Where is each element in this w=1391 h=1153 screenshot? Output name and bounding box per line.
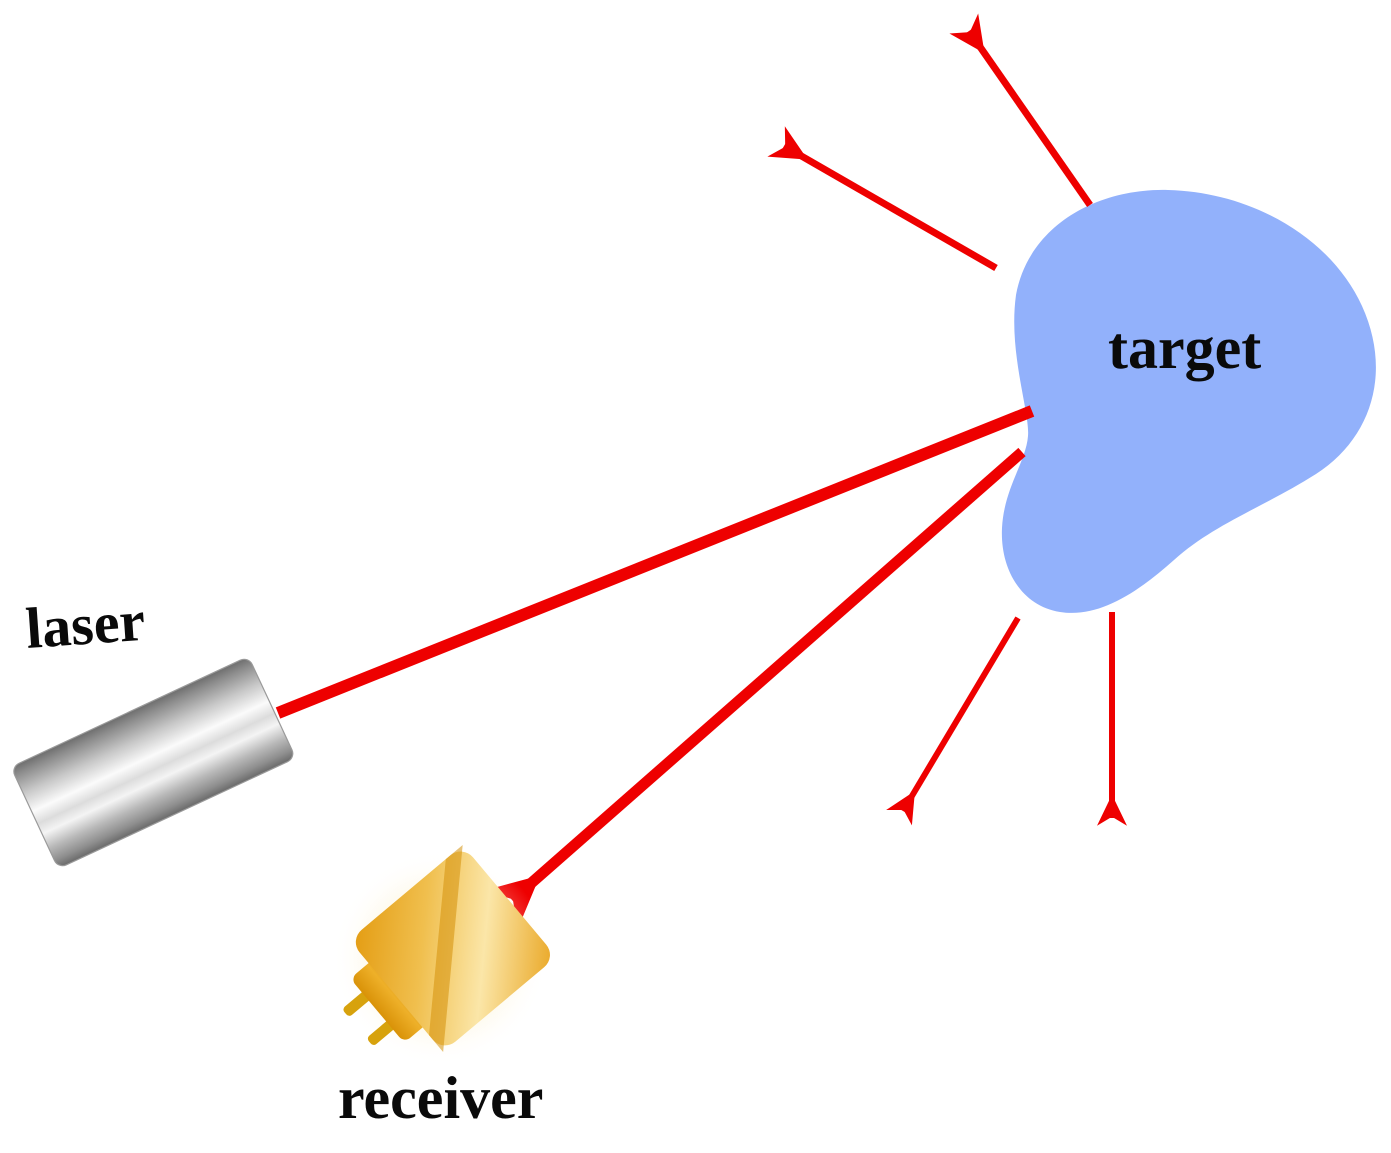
laser-body	[13, 658, 294, 867]
target-shape	[1001, 189, 1376, 613]
receiver-device[interactable]	[311, 844, 557, 1084]
laser-label: laser	[23, 587, 148, 661]
receiver-label: receiver	[338, 1065, 544, 1131]
scatter-arrow-down-left	[886, 616, 1021, 826]
incident-beam	[275, 405, 1035, 719]
target-blob[interactable]	[1001, 189, 1376, 613]
target-label: target	[1108, 315, 1262, 381]
receiver-tab	[353, 953, 435, 1040]
receiver-shade	[428, 844, 463, 1052]
scatter-arrow-up-left	[767, 126, 998, 272]
scatter-arrow-up-right	[949, 13, 1093, 207]
scatter-arrows-group	[767, 13, 1127, 826]
laser-module[interactable]	[11, 656, 296, 868]
return-beam	[483, 447, 1026, 930]
